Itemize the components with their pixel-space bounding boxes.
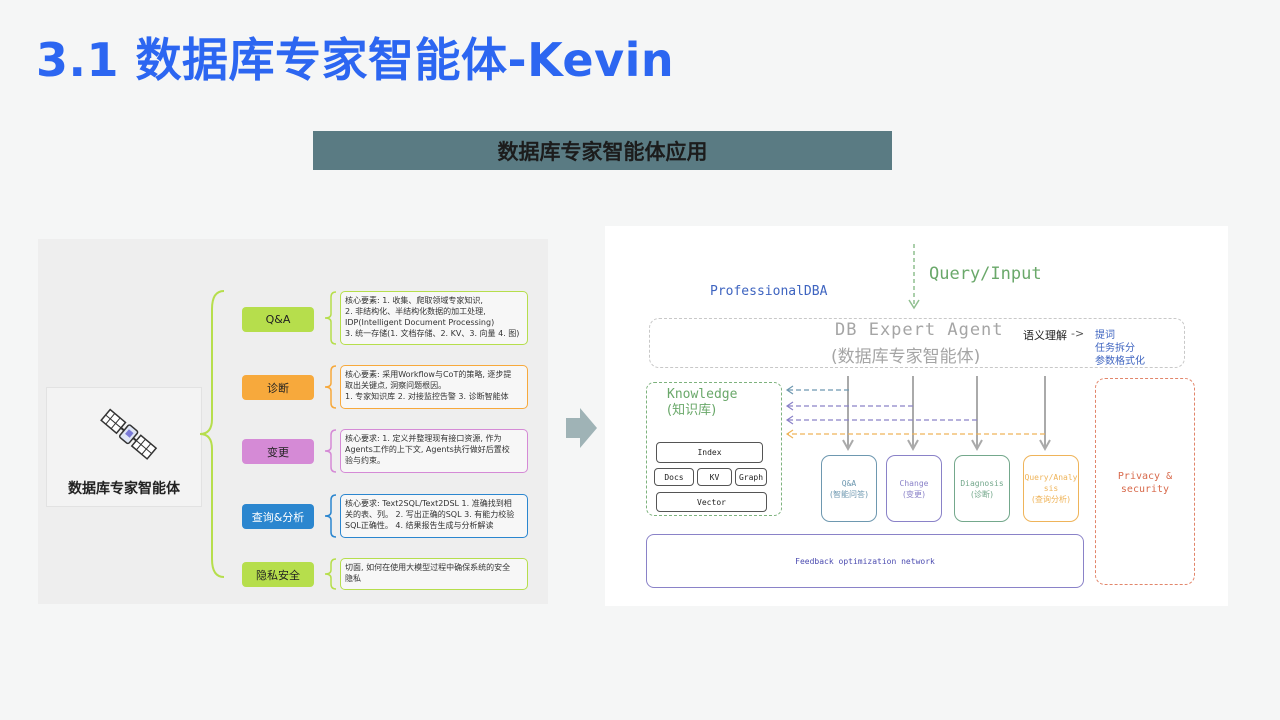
capability-cn: (智能问答) [829,489,869,499]
category-0: Q&A [242,307,314,332]
section-banner: 数据库专家智能体应用 [313,131,892,170]
capability-en: Diagnosis [960,478,1004,488]
category-description: 核心要素: 1. 收集、爬取领域专家知识, 2. 非结构化、半结构化数据的加工处理… [340,291,528,345]
description-line: 核心要素: 采用Workflow与CoT的策略, 逐步提 [345,370,512,379]
semantic-label: 语义理解 [1023,329,1067,342]
description-line: IDP(Intelligent Document Processing) [345,318,495,327]
semantic-list: 提词 任务拆分 参数格式化 [1095,329,1145,368]
query-input-label: Query/Input [929,264,1042,284]
agent-title-cn: (数据库专家智能体) [831,347,981,367]
kb-graph: Graph [735,468,767,486]
description-line: 核心要求: Text2SQL/Text2DSL 1. 准确找到相 [345,499,512,508]
description-line: 2. 非结构化、半结构化数据的加工处理, [345,307,486,316]
description-line: 关的表、列。 2. 写出正确的SQL 3. 有能力校验 [345,510,515,519]
category-bracket [324,558,337,590]
knowledge-title-cn: (知识库) [667,403,717,418]
capability-box: Change(变更) [886,455,942,522]
semantic-item: 提词 [1095,330,1115,341]
description-line: 核心要素: 1. 收集、爬取领域专家知识, [345,296,483,305]
category-bracket [324,494,337,538]
left-mindmap-panel: 数据库专家智能体 Q&A 核心要素: 1. 收集、爬取领域专家知识, 2. 非结构化… [38,239,548,604]
kb-vector: Vector [656,492,767,512]
capability-cn: (查询分析) [1031,495,1071,504]
capability-box: Q&A(智能问答) [821,455,877,522]
category-4: 隐私安全 [242,562,314,587]
capability-box: Diagnosis(诊断) [954,455,1010,522]
category-bracket [324,429,337,473]
description-line: 隐私 [345,574,361,583]
knowledge-title-en: Knowledge [667,387,738,402]
capability-cn: (诊断) [970,489,994,499]
agent-label: 数据库专家智能体 [68,481,180,497]
agent-card: 数据库专家智能体 [46,387,202,507]
privacy-label: Privacy & security [1117,471,1173,495]
diagram-arrows [785,244,1051,452]
category-description: 核心要求: 1. 定义并整理现有接口资源, 作为 Agents工作的上下文, Ag… [340,429,528,473]
description-line: 1. 专家知识库 2. 对接监控告警 3. 诊断智能体 [345,392,509,401]
semantic-item: 任务拆分 [1095,343,1135,354]
semantic-arrow: -> [1071,327,1085,340]
satellite-icon [100,408,158,460]
description-line: 取出关键点, 洞察问题根因。 [345,381,447,390]
description-line: 切面, 如何在使用大模型过程中确保系统的安全 [345,563,511,572]
agent-box [649,318,1185,368]
semantic-item: 参数格式化 [1095,356,1145,367]
category-description: 核心要素: 采用Workflow与CoT的策略, 逐步提取出关键点, 洞察问题根… [340,365,528,409]
feedback-network: Feedback optimization network [646,534,1084,588]
category-bracket [324,365,337,409]
description-line: 3. 统一存储(1. 文档存储、2. KV、3. 向量 4. 图) [345,329,520,338]
category-1: 诊断 [242,375,314,400]
knowledge-title: Knowledge (知识库) [667,387,737,419]
category-2: 变更 [242,439,314,464]
kb-index: Index [656,442,763,463]
agent-title-en: DB Expert Agent [835,320,1004,340]
capability-en: Change [899,478,929,488]
capability-box: Query/Analy sis (查询分析) [1023,455,1079,522]
description-line: 验与约束。 [345,456,385,465]
category-description: 切面, 如何在使用大模型过程中确保系统的安全隐私 [340,558,528,590]
page-title: 3.1 数据库专家智能体-Kevin [36,33,675,87]
category-3: 查询&分析 [242,504,314,529]
professional-dba-label: ProfessionalDBA [710,284,828,299]
capability-en: Q&A [841,478,857,488]
capability-cn: (变更) [902,489,926,499]
architecture-diagram: Query/Input ProfessionalDBA DB Expert Ag… [605,226,1228,606]
category-bracket [324,291,337,345]
kb-docs: Docs [654,468,694,486]
category-description: 核心要求: Text2SQL/Text2DSL 1. 准确找到相关的表、列。 2… [340,494,528,538]
privacy-box [1095,378,1195,585]
description-line: SQL正确性。 4. 结果报告生成与分析解读 [345,521,494,530]
knowledge-box [646,382,782,516]
kb-kv: KV [697,468,732,486]
capability-en: Query/Analy sis [1024,473,1078,493]
description-line: 核心要求: 1. 定义并整理现有接口资源, 作为 [345,434,502,443]
description-line: Agents工作的上下文, Agents执行做好后置校 [345,445,510,454]
main-brace [199,290,225,578]
right-arrow-icon [566,408,597,448]
